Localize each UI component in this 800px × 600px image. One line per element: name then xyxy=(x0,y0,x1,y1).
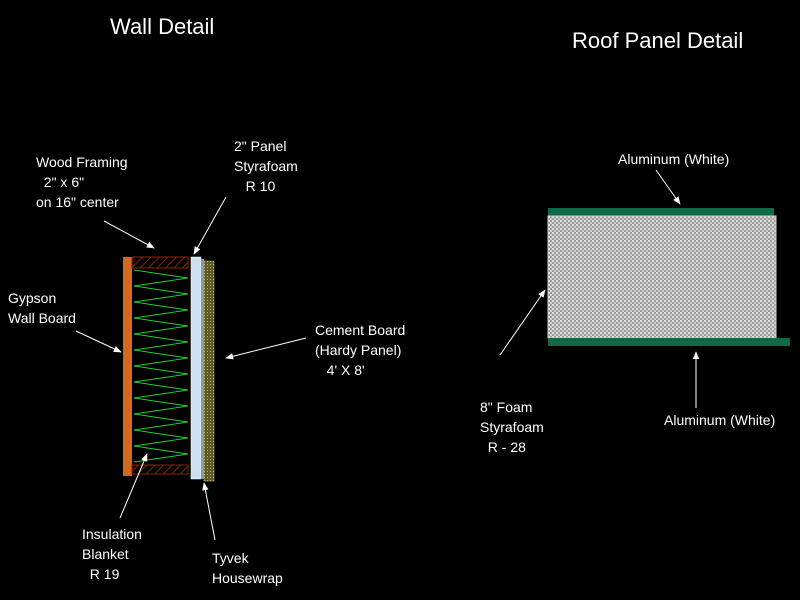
wood-bottom-plate xyxy=(131,464,189,475)
insulation-blanket xyxy=(133,269,189,463)
gypsum-board xyxy=(123,257,132,476)
wood-framing-label: Wood Framing 2" x 6" on 16" center xyxy=(36,154,128,210)
aluminum-bottom-label: Aluminum (White) xyxy=(664,412,776,428)
aluminum-top-label: Aluminum (White) xyxy=(618,151,730,167)
styrafoam-panel xyxy=(190,256,202,480)
insulation-label: Insulation Blanket R 19 xyxy=(82,526,142,582)
wood-top-plate xyxy=(131,256,189,269)
foam-label: 8" Foam Styrafoam R - 28 xyxy=(480,399,544,455)
tyvek-label: Tyvek Housewrap xyxy=(212,550,283,586)
wall-detail-title: Wall Detail xyxy=(110,14,215,39)
roof-panel-detail-title: Roof Panel Detail xyxy=(572,28,744,53)
aluminum-bottom-skin xyxy=(548,338,790,346)
styrafoam-panel-label: 2" Panel Styrafoam R 10 xyxy=(234,138,298,194)
aluminum-top-leader xyxy=(655,169,681,205)
gypson-label: Gypson Wall Board xyxy=(8,290,76,326)
foam-core xyxy=(547,215,777,339)
gypson-leader xyxy=(75,330,122,353)
styrafoam-leader xyxy=(193,196,227,255)
cement-board xyxy=(203,260,215,482)
insulation-leader xyxy=(119,453,148,519)
tyvek-housewrap xyxy=(201,259,204,479)
cement-board-leader xyxy=(225,337,307,360)
foam-leader xyxy=(499,289,546,356)
tyvek-leader xyxy=(202,482,216,541)
cement-board-label: Cement Board (Hardy Panel) 4' X 8' xyxy=(315,322,406,378)
wood-framing-leader xyxy=(103,220,155,249)
aluminum-top-skin xyxy=(548,208,774,216)
